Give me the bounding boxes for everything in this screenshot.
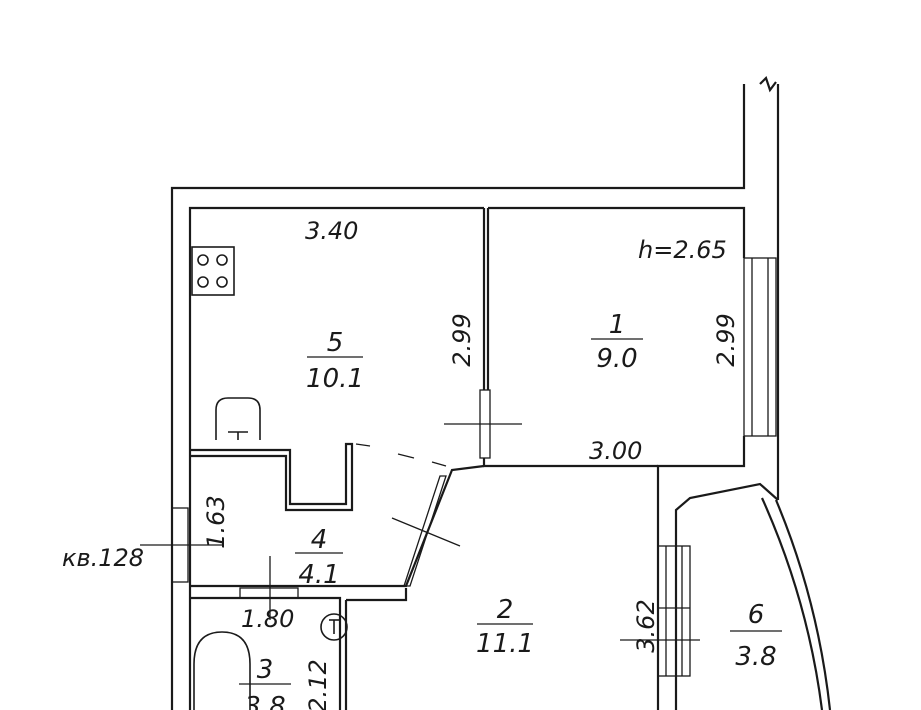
- toilet-icon: [320, 613, 348, 641]
- dimension-room-2-depth: 3.62: [632, 599, 660, 652]
- dimension-kitchen-depth: 2.99: [448, 313, 476, 366]
- dimension-hall-depth: 1.63: [202, 495, 230, 548]
- doors: [140, 389, 522, 620]
- bathtub-icon: [193, 631, 251, 710]
- window-room-1: [743, 257, 777, 437]
- apartment-label: кв.128: [62, 544, 144, 572]
- room-6-area: 3.8: [735, 642, 776, 672]
- dimension-room-1-width: 3.00: [589, 437, 642, 465]
- window-room-2: [620, 545, 700, 677]
- room-1-area: 9.0: [596, 344, 637, 374]
- room-2-area: 11.1: [476, 629, 534, 659]
- room-1-number: 1: [609, 310, 626, 340]
- dimension-bath-depth: 2.12: [304, 659, 332, 710]
- stove-icon: [191, 246, 235, 296]
- room-2-number: 2: [497, 595, 514, 625]
- room-3-number: 3: [257, 655, 274, 685]
- room-5-area: 10.1: [306, 364, 364, 394]
- dimension-kitchen-width: 3.40: [305, 217, 358, 245]
- outer-walls: [170, 75, 780, 710]
- balcony-curve: [760, 497, 832, 710]
- room-4-number: 4: [311, 525, 328, 555]
- sink-icon: [215, 397, 261, 440]
- dimension-hall-width: 1.80: [241, 605, 294, 633]
- dimension-room-1-depth: 2.99: [712, 313, 740, 366]
- ceiling-height-label: h=2.65: [638, 236, 727, 264]
- interior-partitions: [190, 208, 658, 710]
- room-4-area: 4.1: [298, 560, 339, 590]
- room-6-number: 6: [748, 600, 765, 630]
- room-3-area: 3.8: [244, 692, 285, 710]
- room-5-number: 5: [327, 328, 344, 358]
